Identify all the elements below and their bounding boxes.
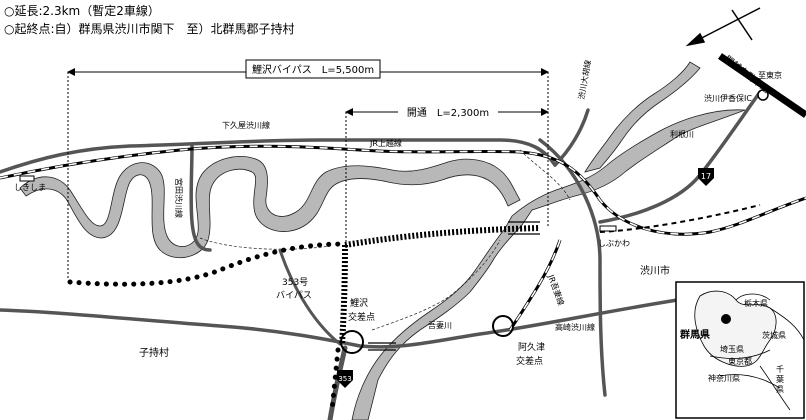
- to-tokyo-label: 至東京: [758, 70, 782, 80]
- upper-stream: [584, 61, 701, 173]
- tone-river: [351, 109, 746, 420]
- opened-label: 開通 L=2,300m: [407, 107, 489, 119]
- opened-section: [339, 225, 541, 346]
- inset-saitama-label: 埼玉県: [720, 344, 744, 354]
- shimokuya-line-label: 下久屋渋川線: [222, 120, 270, 130]
- shibukawa-station-marker: [599, 225, 617, 232]
- inset-chiba-1: 千: [776, 364, 784, 374]
- inset-tokyo-label: 東京都: [728, 356, 752, 366]
- koizawa-label-2: 交差点: [348, 311, 375, 323]
- route353-bypass-label-2: バイパス: [276, 290, 312, 301]
- shibukawa-station-label: しぶかわ: [598, 239, 630, 248]
- svg-text:353: 353: [338, 375, 351, 383]
- inset-chiba-2: 葉: [776, 374, 784, 384]
- ic-marker: [757, 89, 769, 101]
- inset-gunma-label: 群馬県: [680, 328, 710, 341]
- planned-section: [67, 241, 348, 413]
- agatsuma-river-label: 吾妻川: [428, 320, 452, 330]
- route17-shield: 17: [698, 168, 714, 186]
- bypass-label: 鯉沢バイパス L=5,500m: [252, 63, 374, 76]
- bypass-label-box: [245, 59, 381, 79]
- north-arrow: [685, 7, 761, 47]
- small-streams: [199, 149, 571, 331]
- tone-river-label: 利根川: [670, 129, 694, 139]
- shikishima-label: しきしま: [14, 183, 46, 192]
- akutsu-label-1: 阿久津: [518, 341, 545, 353]
- roads: [0, 90, 762, 420]
- inset-chiba-3: 県: [776, 385, 784, 394]
- rivers: [19, 61, 746, 420]
- jr-joetsu-label: JR上越線: [369, 138, 402, 148]
- akutsu-label-2: 交差点: [516, 355, 543, 367]
- miyata-line-label: 宮田渋川線: [174, 178, 184, 218]
- koizawa-label-1: 鯉沢: [350, 297, 368, 309]
- jr-agatsuma-label: JR吾妻線: [546, 272, 567, 306]
- header-endpoints: ○起終点:自）群馬県渋川市関下 至）北群馬郡子持村: [4, 21, 295, 36]
- koizawa-intersection-marker: [340, 330, 364, 354]
- header-length: ○延長:2.3km（暫定2車線）: [4, 3, 160, 18]
- inset-tochigi-label: 栃木県: [744, 298, 768, 308]
- shibukawa-omichi-label: 渋川大胡線: [576, 59, 593, 100]
- inset-kanagawa-label: 神奈川県: [708, 373, 740, 383]
- agatsuma-river: [19, 156, 521, 259]
- ic-label: 渋川伊香保IC: [704, 93, 752, 103]
- kanetsu-expressway: [718, 53, 806, 118]
- takasaki-line-label: 高崎渋川線: [555, 322, 595, 332]
- bridges: [368, 221, 540, 351]
- route353-bypass-label-1: 353号: [282, 277, 308, 288]
- shibukawa-city-label: 渋川市: [640, 264, 670, 277]
- inset-map: 群馬県 栃木県 茨城県 埼玉県 東京都 神奈川県 千 葉 県: [675, 281, 805, 419]
- komochi-label: 子持村: [139, 346, 169, 359]
- railways: [0, 144, 806, 331]
- route353-shield: 353: [337, 370, 353, 388]
- akutsu-intersection-marker: [492, 315, 514, 337]
- shikishima-station-marker: [19, 175, 35, 182]
- inset-ibaraki-label: 茨城県: [762, 330, 786, 340]
- svg-text:17: 17: [701, 172, 711, 181]
